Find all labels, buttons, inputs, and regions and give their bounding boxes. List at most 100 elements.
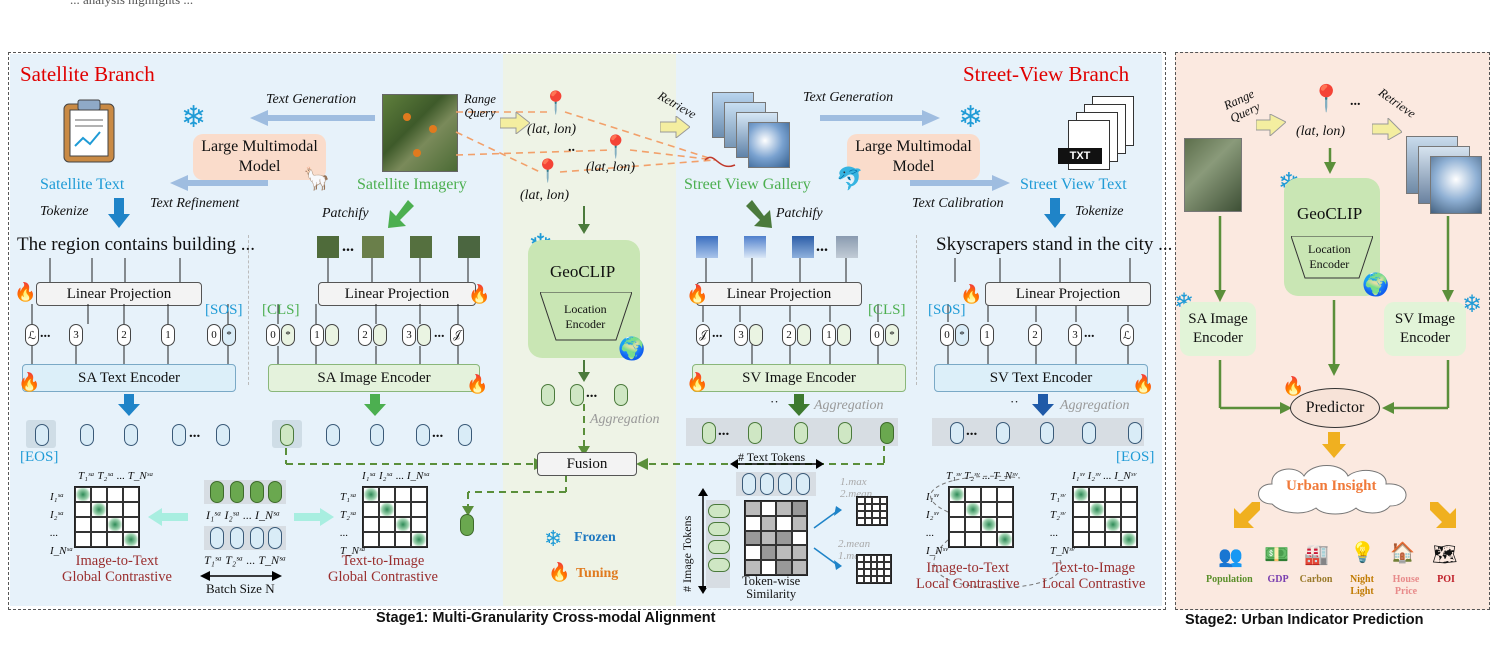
sa-image-token: 𝒥: [450, 324, 464, 346]
sv-text-token: 0: [940, 324, 954, 346]
sa-patchify-label: Patchify: [322, 206, 369, 221]
fire-icon: 🔥: [466, 374, 489, 394]
sa-image-output-arrow: [364, 394, 386, 416]
sa-text-refinement-label: Text Refinement: [150, 196, 240, 211]
sv-calibration-arrow: [910, 175, 1010, 191]
sv-i2t-grid: [948, 486, 1014, 548]
sa-patch: [362, 236, 384, 258]
sa-text-linear-projection: Linear Projection: [36, 282, 202, 306]
geo-embedding: [570, 384, 584, 406]
fire-icon: 🔥: [18, 372, 41, 392]
sv-image-token: 𝒥: [696, 324, 710, 346]
retrieve-arrow: [660, 116, 690, 138]
s2-range-query-arrow: [1256, 114, 1286, 136]
sa-image-token: [325, 324, 339, 346]
sv-text-encoder: SV Text Encoder: [934, 364, 1148, 392]
fused-embedding: [460, 514, 474, 536]
sa-image-embedding: [416, 424, 430, 446]
fusion-box: Fusion: [537, 452, 637, 476]
sv-text-output-arrow: [1032, 394, 1054, 416]
indicator-label: House Price: [1392, 574, 1420, 597]
location-pin-icon: 📍: [534, 158, 562, 183]
header-fragment: ... analysis highlights ...: [70, 0, 193, 8]
sa-divider: [248, 235, 249, 385]
snowflake-icon: ❄: [544, 526, 563, 551]
sv-patch: [696, 236, 718, 258]
s2-geoclip-label: GeoCLIP: [1297, 204, 1363, 223]
sa-text-embedding: [80, 424, 94, 446]
globe-icon: 🌍: [618, 336, 646, 361]
ellipsis: ··: [770, 394, 779, 409]
token-similarity-grid: [744, 500, 808, 576]
sv-text-token: 2: [1028, 324, 1042, 346]
sa-image-token: [417, 324, 431, 346]
stage2-caption: Stage2: Urban Indicator Prediction: [1185, 612, 1424, 628]
night-light-icon: 💡: [1350, 542, 1375, 564]
sa-image-token: [373, 324, 387, 346]
sv-image-embedding: [838, 422, 852, 444]
grid-col-labels: T₁ˢᵛ T₂ˢᵛ ... T_Nˢᵛ: [946, 470, 1018, 482]
sa-cls-token: *: [281, 324, 295, 346]
sv-sos-token: *: [955, 324, 969, 346]
sv-image-token: 2: [782, 324, 796, 346]
ellipsis: ..: [568, 140, 575, 155]
ellipsis: ...: [342, 238, 354, 255]
mean-max-grid: [856, 554, 892, 584]
gdp-icon: 💵: [1264, 544, 1289, 566]
sv-patchify-arrow: [746, 200, 772, 228]
latlon-label: (lat, lon): [527, 122, 576, 137]
sa-text-embedding: [124, 424, 138, 446]
sv-cls-embedding: [880, 422, 894, 444]
sa-image-token: 0: [266, 324, 280, 346]
ellipsis: ...: [816, 238, 828, 255]
sa-text-encoder: SA Text Encoder: [22, 364, 236, 392]
s2-location-encoder-shape: [1291, 236, 1373, 279]
sv-text-token: 1: [980, 324, 994, 346]
sa-text-generation-label: Text Generation: [266, 92, 357, 107]
sa-text-embedding: [172, 424, 186, 446]
s2-sv-image: [1430, 156, 1482, 214]
indicator-label: Carbon: [1299, 574, 1333, 585]
sa-image-token: 2: [358, 324, 372, 346]
text-token-strip: [736, 472, 816, 496]
fire-icon: 🔥: [468, 284, 491, 304]
location-pin-icon: 📍: [542, 90, 570, 115]
satellite-imagery-label: Satellite Imagery: [357, 176, 467, 193]
batch-image-embeddings: [204, 480, 286, 504]
sv-text-token: 3: [1068, 324, 1082, 346]
population-icon: 👥: [1218, 546, 1243, 568]
sa-image-linear-projection: Linear Projection: [318, 282, 476, 306]
left-arrow: [148, 508, 188, 526]
sv-image-output-arrow: [788, 394, 810, 416]
batch-image-labels: I₁ˢᵃ I₂ˢᵃ ... I_Nˢᵃ: [206, 508, 281, 522]
latlon-label: (lat, lon): [586, 160, 635, 175]
sv-tokenize-label: Tokenize: [1075, 204, 1124, 219]
indicator-label: Night Light: [1350, 574, 1374, 597]
range-query-arrow: [500, 112, 530, 134]
mid-aggregation-label: Aggregation: [590, 412, 660, 427]
sv-image-encoder: SV Image Encoder: [692, 364, 906, 392]
sv-image-embeddings-bg: [686, 418, 898, 446]
frozen-label: Frozen: [574, 530, 616, 545]
ellipsis: ...: [189, 425, 201, 441]
sv-llm-box: Large Multimodal Model: [847, 134, 980, 180]
location-pin-icon: 📍: [1310, 84, 1343, 113]
llama-icon: 🦙: [303, 166, 331, 191]
sa-patch: [458, 236, 480, 258]
txt-doc-label: TXT: [1058, 148, 1102, 164]
sv-eos-label: [EOS]: [1116, 449, 1155, 465]
indicator-label: Population: [1206, 574, 1253, 585]
house-price-icon: 🏠: [1390, 542, 1415, 564]
ellipsis: ...: [966, 423, 978, 439]
streetview-branch-title: Street-View Branch: [963, 62, 1130, 86]
sa-text-token: 2: [117, 324, 131, 346]
sv-cls-label: [CLS]: [868, 302, 906, 318]
image-token-strip: [706, 500, 730, 588]
fire-icon: 🔥: [548, 562, 571, 582]
